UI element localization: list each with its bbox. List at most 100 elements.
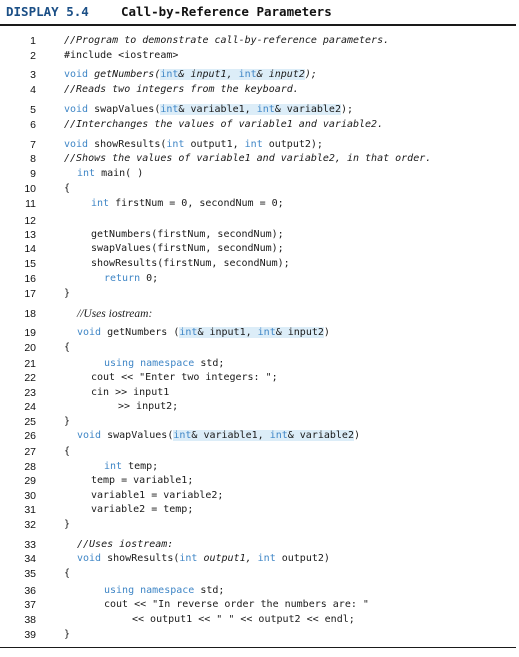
code-line: 31 variable2 = temp; — [0, 503, 519, 517]
code-line: 35{ — [0, 567, 519, 581]
code-text: } — [64, 628, 70, 642]
code-token: swapValues( — [88, 104, 161, 115]
code-token: 0; — [140, 273, 159, 284]
code-line: 33//Uses iostream: — [0, 538, 519, 552]
code-token: cout << "In reverse order the numbers ar… — [104, 599, 369, 610]
code-line: 1//Program to demonstrate call-by-refere… — [0, 34, 519, 48]
code-token: cin >> input1 — [91, 387, 170, 398]
code-token: int — [244, 139, 263, 150]
code-token: int — [269, 430, 288, 441]
code-line: 8 //Shows the values of variable1 and var… — [0, 152, 519, 166]
code-text: { — [64, 567, 70, 581]
line-number: 4 — [30, 84, 36, 96]
code-line: 2#include <iostream> — [0, 49, 519, 63]
code-token: int — [160, 69, 179, 80]
line-number: 10 — [24, 183, 36, 195]
code-token: getNumbers( — [88, 69, 161, 80]
line-number: 15 — [24, 258, 36, 270]
code-text: variable1 = variable2; — [91, 489, 223, 503]
code-token: & variable2 — [287, 430, 354, 441]
line-number: 14 — [24, 243, 36, 255]
code-text: void swapValues(int& variable1, int& var… — [64, 103, 353, 117]
line-number: 31 — [24, 504, 36, 516]
code-line: 18//Uses iostream: — [0, 307, 519, 321]
code-text: int firstNum = 0, secondNum = 0; — [91, 197, 284, 211]
code-text: void swapValues(int& variable1, int& var… — [77, 429, 360, 443]
code-token: getNumbers(firstNum, secondNum); — [91, 229, 284, 240]
code-token: & variable1, — [191, 430, 270, 441]
code-token: #include <iostream> — [64, 50, 179, 61]
bottom-rule — [0, 647, 516, 648]
code-token: variable1 = variable2; — [91, 490, 224, 501]
code-token: int — [173, 430, 192, 441]
code-text: swapValues(firstNum, secondNum); — [91, 242, 284, 256]
line-number: 34 — [24, 553, 36, 565]
code-token: variable2 = temp; — [91, 504, 194, 515]
code-text: void showResults(int output1, int output… — [64, 138, 323, 152]
code-token: } — [64, 629, 71, 640]
line-number: 28 — [24, 461, 36, 473]
code-token: output2) — [275, 553, 330, 564]
code-token: int — [77, 168, 96, 179]
code-token: output2); — [262, 139, 323, 150]
line-number: 32 — [24, 519, 36, 531]
code-token: //Shows the values of variable1 and vari… — [64, 153, 432, 164]
display-header: DISPLAY 5.4 Call-by-Reference Parameters — [0, 0, 516, 26]
code-text: } — [64, 518, 70, 532]
code-token: & input1, — [197, 327, 258, 338]
code-line: 17} — [0, 287, 519, 301]
code-text: variable2 = temp; — [91, 503, 193, 517]
code-token: int — [257, 327, 276, 338]
code-line: 4//Reads two integers from the keyboard. — [0, 83, 519, 97]
code-text: void showResults(int output1, int output… — [77, 552, 330, 566]
display-title: Call-by-Reference Parameters — [121, 4, 332, 19]
code-token: std; — [194, 585, 225, 596]
line-number: 33 — [24, 539, 36, 551]
line-number: 37 — [24, 599, 36, 611]
code-token: & variable2 — [274, 104, 341, 115]
code-text: void getNumbers (int& input1, int& input… — [77, 326, 330, 340]
code-text: cout << "Enter two integers: "; — [91, 371, 278, 385]
code-token: int — [238, 69, 257, 80]
code-line: 13 getNumbers(firstNum, secondNum); — [0, 228, 519, 242]
code-token: showResults(firstNum, secondNum); — [91, 258, 290, 269]
code-token: << output1 << " " << output2 << endl; — [132, 614, 355, 625]
code-text: { — [64, 341, 70, 355]
code-token: swapValues(firstNum, secondNum); — [91, 243, 284, 254]
line-number: 11 — [25, 198, 36, 210]
code-token: } — [64, 519, 71, 530]
code-token: temp; — [122, 461, 159, 472]
code-line: 28 int temp; — [0, 460, 519, 474]
code-token: output1, — [197, 553, 258, 564]
line-number: 26 — [24, 430, 36, 442]
code-token: ) — [353, 430, 361, 441]
line-number: 6 — [30, 119, 36, 131]
code-text: } — [64, 415, 70, 429]
code-line: 37 cout << "In reverse order the numbers … — [0, 598, 519, 612]
code-token: swapValues( — [101, 430, 174, 441]
line-number: 8 — [30, 153, 36, 165]
code-line: 25} — [0, 415, 519, 429]
code-token: //Interchanges the values of variable1 a… — [64, 119, 384, 130]
code-text: return 0; — [104, 272, 158, 286]
line-number: 13 — [24, 229, 36, 241]
code-token: int — [104, 461, 123, 472]
line-number: 29 — [24, 475, 36, 487]
line-number: 39 — [24, 629, 36, 641]
line-number: 27 — [24, 446, 36, 458]
code-text: //Shows the values of variable1 and vari… — [64, 152, 431, 166]
code-line: 14 swapValues(firstNum, secondNum); — [0, 242, 519, 256]
line-number: 20 — [24, 342, 36, 354]
code-token: showResults( — [88, 139, 167, 150]
code-token: void — [64, 69, 89, 80]
line-number: 17 — [24, 288, 36, 300]
code-token: output1, — [184, 139, 245, 150]
code-text: using namespace std; — [104, 357, 224, 371]
code-token: void — [77, 430, 102, 441]
code-token: { — [64, 342, 71, 353]
